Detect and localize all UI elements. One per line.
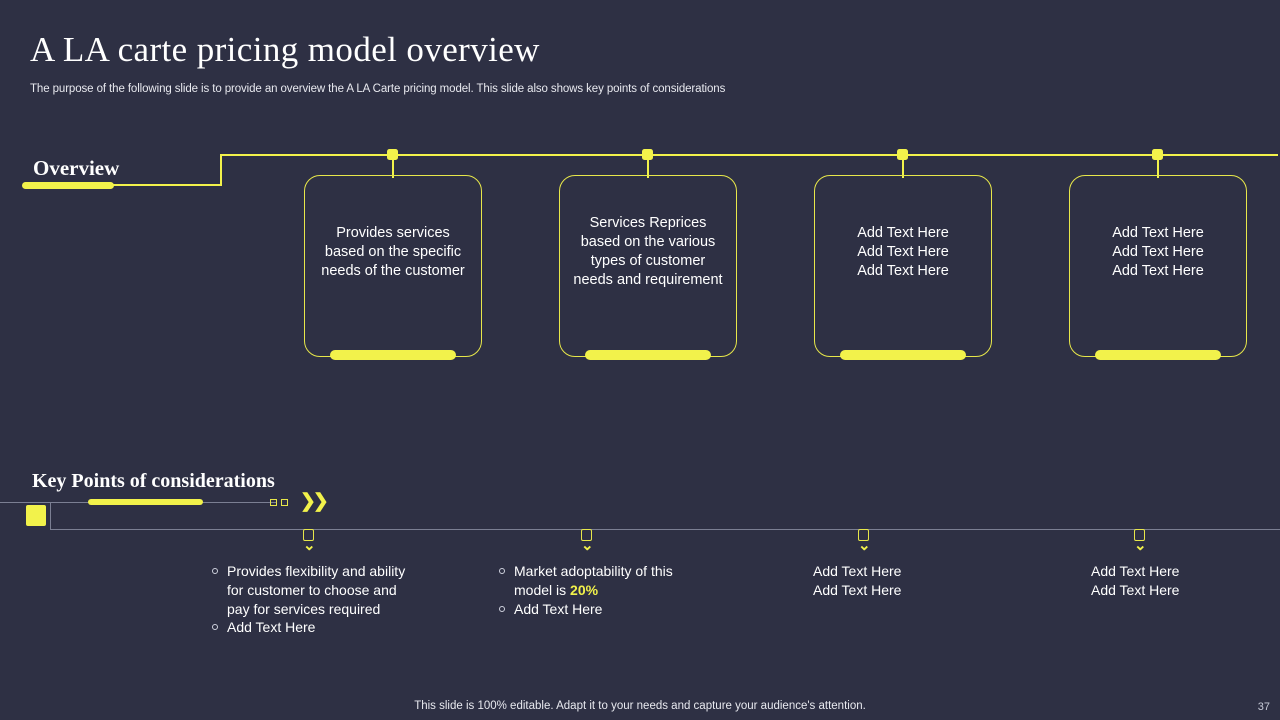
key-marker-square-3 <box>858 529 869 541</box>
overview-card-2-bar <box>585 350 711 360</box>
key-points-mini-square-1 <box>270 499 277 506</box>
list-item: Provides flexibility and ability for cus… <box>212 562 407 618</box>
overview-card-3-line-1: Add Text Here <box>857 224 949 241</box>
chevron-down-icon-2: ⌄ <box>581 537 594 554</box>
page-number: 37 <box>1257 701 1270 713</box>
chevron-down-icon-3: ⌄ <box>858 537 871 554</box>
connector-stem-3 <box>902 158 904 178</box>
page-subtitle: The purpose of the following slide is to… <box>30 83 726 95</box>
connector-stem-2 <box>647 158 649 178</box>
connector-stem-1 <box>392 158 394 178</box>
overview-card-3-bar <box>840 350 966 360</box>
chevron-down-icon-1: ⌄ <box>303 537 316 554</box>
highlight-value: 20% <box>570 581 599 598</box>
overview-card-1-bar <box>330 350 456 360</box>
key-points-square-filled <box>26 505 46 526</box>
list-item: Add Text Here <box>813 562 1008 581</box>
overview-card-1-text: Provides services based on the specific … <box>321 224 465 279</box>
key-points-line-step <box>50 503 52 530</box>
overview-card-3-line-2: Add Text Here <box>857 243 949 260</box>
key-points-line-bottom <box>50 529 1280 531</box>
list-item-text: Add Text Here <box>1091 563 1180 579</box>
bullet-icon <box>499 568 505 574</box>
footer-note: This slide is 100% editable. Adapt it to… <box>414 700 866 712</box>
list-item: Add Text Here <box>813 581 1008 600</box>
section-label-overview: Overview <box>33 156 120 180</box>
connector-node-2 <box>642 149 653 160</box>
overview-connector-line <box>220 154 1278 156</box>
key-points-mini-square-2 <box>281 499 288 506</box>
key-points-group-4: Add Text Here Add Text Here <box>1091 562 1280 600</box>
overview-card-2[interactable]: Services Reprices based on the various t… <box>559 175 737 357</box>
overview-card-3-line-3: Add Text Here <box>857 262 949 279</box>
list-item-text: Add Text Here <box>1091 581 1180 598</box>
page-title: A LA carte pricing model overview <box>30 30 540 69</box>
key-marker-square-2 <box>581 529 592 541</box>
list-item: Market adoptability of this model is 20% <box>499 562 694 600</box>
list-item: Add Text Here <box>499 600 694 619</box>
overview-card-4-text: Add Text Here Add Text Here Add Text Her… <box>1100 224 1216 281</box>
key-marker-square-1 <box>303 529 314 541</box>
overview-card-2-text: Services Reprices based on the various t… <box>573 215 723 288</box>
list-item-text: Add Text Here <box>227 619 316 636</box>
key-points-group-3: Add Text Here Add Text Here <box>813 562 1008 600</box>
bullet-icon <box>499 605 505 612</box>
list-item-text-before: Market adoptability of this model is <box>514 563 673 598</box>
key-marker-square-4 <box>1134 529 1145 541</box>
overview-elbow-horizontal <box>110 184 222 186</box>
overview-card-4-line-3: Add Text Here <box>1112 262 1204 279</box>
list-item-text: Provides flexibility and ability for cus… <box>227 563 406 617</box>
overview-card-4-line-1: Add Text Here <box>1112 224 1204 241</box>
overview-card-4-line-2: Add Text Here <box>1112 243 1204 260</box>
key-points-group-1: Provides flexibility and ability for cus… <box>212 562 407 637</box>
overview-card-3-text: Add Text Here Add Text Here Add Text Her… <box>845 224 961 281</box>
overview-card-4-bar <box>1095 350 1221 360</box>
chevron-down-icon-4: ⌄ <box>1134 537 1147 554</box>
overview-card-4[interactable]: Add Text Here Add Text Here Add Text Her… <box>1069 175 1247 357</box>
overview-accent-bar <box>22 182 114 189</box>
overview-card-3[interactable]: Add Text Here Add Text Here Add Text Her… <box>814 175 992 357</box>
connector-node-4 <box>1152 149 1163 160</box>
list-item: Add Text Here <box>1091 581 1280 600</box>
connector-node-1 <box>387 149 398 160</box>
section-label-key-points: Key Points of considerations <box>32 470 275 492</box>
list-item: Add Text Here <box>212 618 407 637</box>
key-points-accent-bar <box>88 499 203 505</box>
list-item-text: Add Text Here <box>514 600 603 617</box>
list-item-text: Add Text Here <box>813 563 902 579</box>
list-item: Add Text Here <box>1091 562 1280 581</box>
double-chevron-right-icon: ❯❯ <box>300 491 329 512</box>
connector-node-3 <box>897 149 908 160</box>
key-points-group-2: Market adoptability of this model is 20%… <box>499 562 694 618</box>
overview-card-1[interactable]: Provides services based on the specific … <box>304 175 482 357</box>
overview-elbow-vertical <box>220 155 222 186</box>
bullet-icon <box>212 568 218 574</box>
list-item-text: Market adoptability of this model is 20% <box>514 562 694 600</box>
list-item-text: Add Text Here <box>813 581 902 598</box>
bullet-icon <box>212 624 218 631</box>
connector-stem-4 <box>1157 158 1159 178</box>
